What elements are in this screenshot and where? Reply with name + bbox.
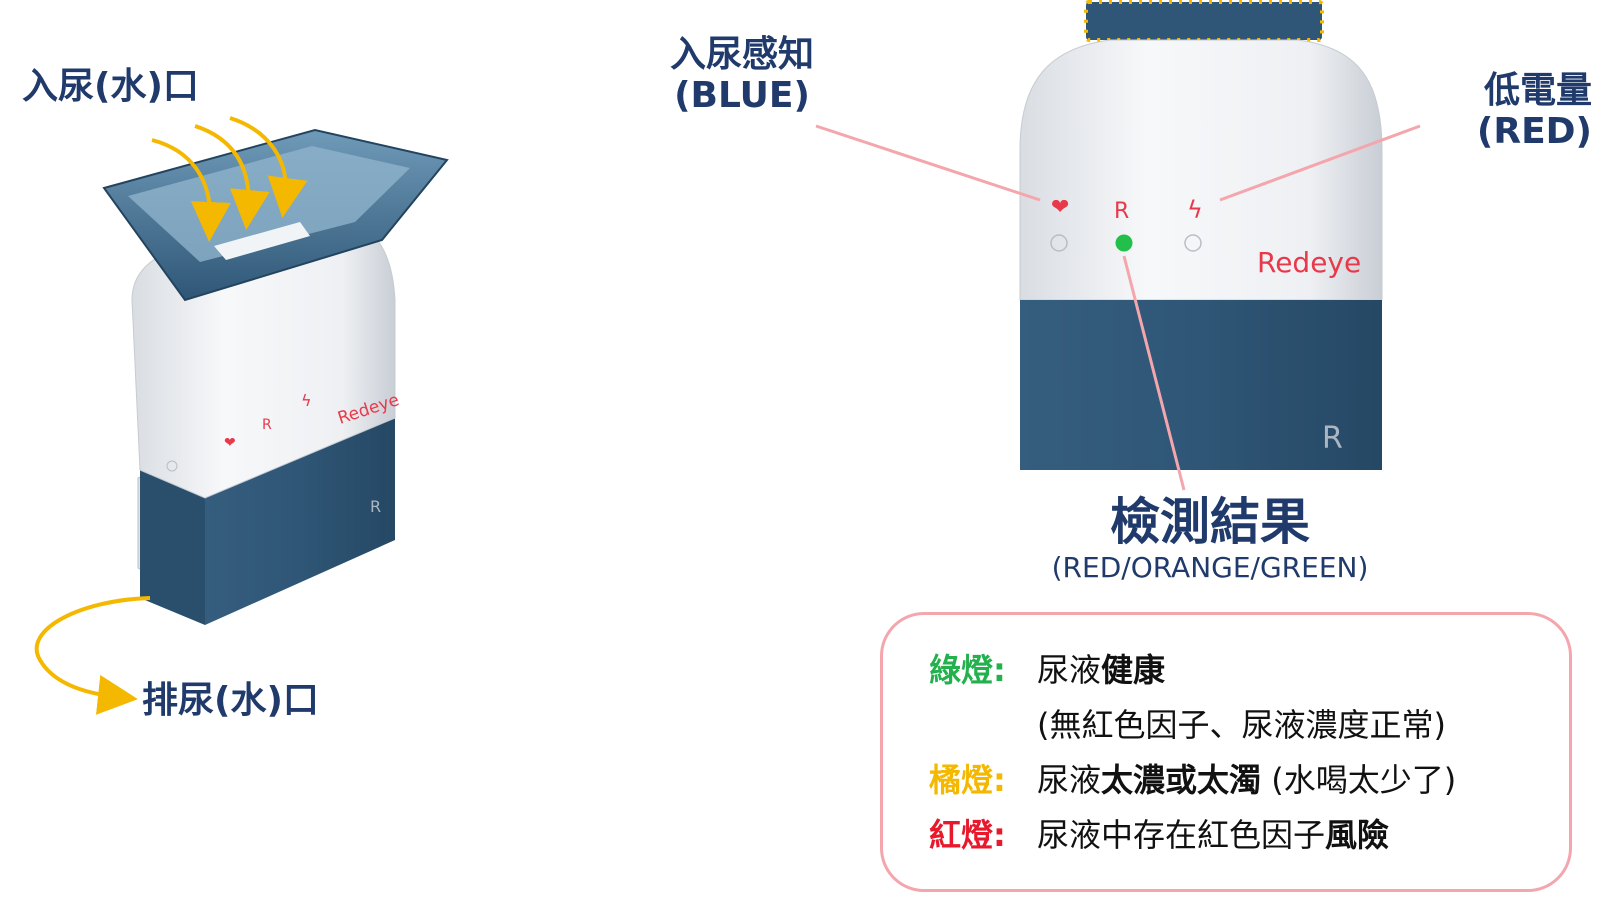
sensor-leader	[815, 124, 1041, 202]
heart-icon: ❤	[224, 435, 236, 451]
inlet-arrow	[229, 116, 308, 218]
right-body	[1019, 39, 1383, 301]
heart-icon: ❤	[1051, 195, 1069, 220]
legend-text-plain: 尿液	[1037, 761, 1102, 799]
svg-text:R: R	[1322, 421, 1343, 456]
legend-text-plain: 尿液	[1037, 651, 1102, 689]
sensor-label-title: 入尿感知	[669, 34, 814, 75]
svg-text:R: R	[370, 497, 381, 516]
battery-label: 低電量 (RED)	[1432, 70, 1592, 153]
legend-text: 尿液健康	[1037, 651, 1165, 689]
sensor-label: 入尿感知 (BLUE)	[662, 34, 822, 117]
legend-row-green: 綠燈: 尿液健康	[929, 645, 1165, 691]
right-device: R ❤ R ϟ Redeye	[815, 0, 1421, 491]
outlet-arrow	[34, 596, 151, 715]
result-label-colors: (RED/ORANGE/GREEN)	[1051, 550, 1369, 584]
battery-label-color: (RED)	[1476, 111, 1592, 153]
top-slot	[1086, 2, 1322, 40]
redeye-logo-icon: R	[262, 417, 272, 433]
bolt-icon: ϟ	[301, 391, 312, 410]
legend-text-tail: (水喝太少了)	[1261, 761, 1457, 799]
result-label: 檢測結果 (RED/ORANGE/GREEN)	[1040, 493, 1380, 584]
legend-row-orange: 橘燈: 尿液太濃或太濁 (水喝太少了)	[929, 755, 1456, 801]
legend-key: 綠燈:	[929, 651, 1006, 689]
sensor-led	[1050, 234, 1068, 252]
legend-text-bold: 風險	[1325, 816, 1390, 854]
right-base	[1020, 300, 1382, 470]
inlet-label: 入尿(水)口	[22, 66, 199, 107]
legend-key: 紅燈:	[929, 816, 1006, 854]
right-brand: Redeye	[1257, 246, 1361, 279]
result-leader	[1122, 255, 1186, 491]
legend-row-red: 紅燈: 尿液中存在紅色因子風險	[929, 810, 1389, 856]
legend-text: (無紅色因子、尿液濃度正常)	[1037, 706, 1446, 744]
result-led	[1115, 234, 1133, 252]
legend-row-green-detail: (無紅色因子、尿液濃度正常)	[929, 700, 1446, 746]
result-legend: 綠燈:尿液健康 (無紅色因子、尿液濃度正常) 橘燈:尿液太濃或太濁 (水喝太少了…	[880, 612, 1572, 892]
battery-led	[1184, 234, 1202, 252]
bolt-icon: ϟ	[1187, 196, 1203, 224]
redeye-logo-icon: R	[1114, 199, 1129, 224]
legend-text: 尿液太濃或太濁 (水喝太少了)	[1037, 761, 1456, 799]
left-base	[140, 470, 205, 625]
legend-text-plain: 尿液中存在紅色因子	[1037, 816, 1326, 854]
legend-text-plain: (無紅色因子、尿液濃度正常)	[1037, 706, 1446, 744]
legend-text-bold: 太濃或太濁	[1101, 761, 1262, 799]
sensor-label-color: (BLUE)	[674, 75, 810, 117]
battery-leader	[1219, 124, 1421, 202]
battery-label-title: 低電量	[1483, 70, 1592, 111]
legend-text: 尿液中存在紅色因子風險	[1037, 816, 1389, 854]
legend-text-bold: 健康	[1101, 651, 1166, 689]
result-label-title: 檢測結果	[1110, 493, 1310, 551]
inlet-arrow	[151, 138, 231, 242]
outlet-label: 排尿(水)口	[142, 680, 319, 721]
inlet-arrow	[194, 124, 270, 230]
left-device: ❤ R ϟ Redeye R	[34, 116, 449, 715]
legend-key: 橘燈:	[929, 761, 1006, 799]
